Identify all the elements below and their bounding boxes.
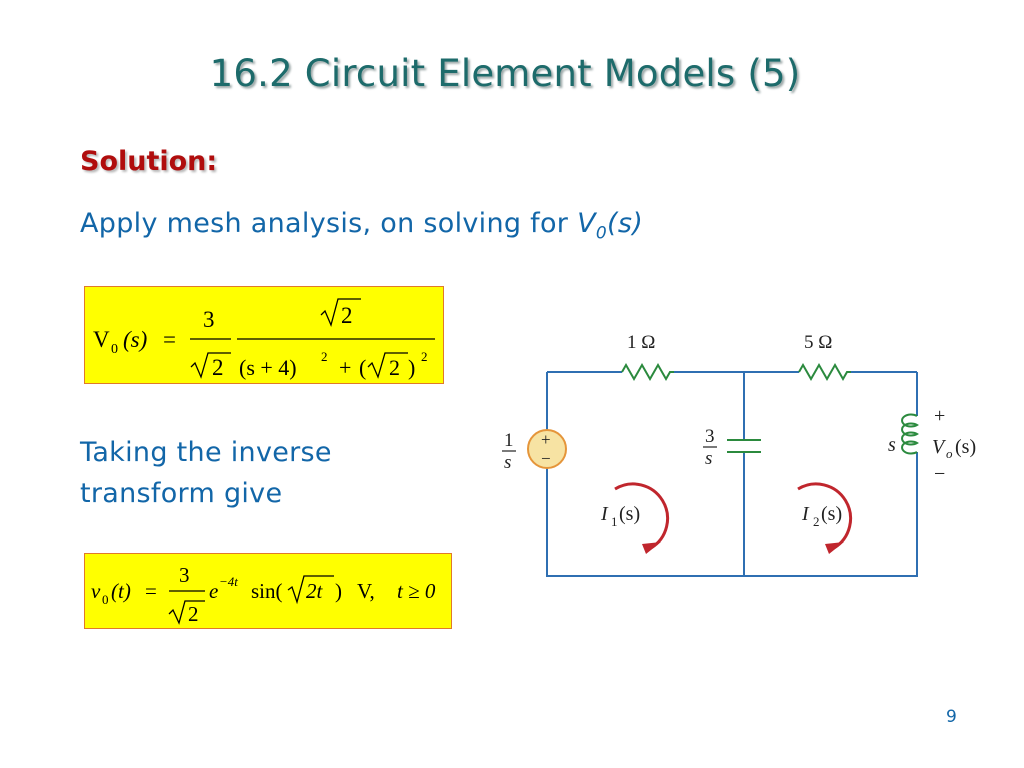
vout-sub: o [946,446,953,461]
voltage-source-minus: − [541,449,551,468]
eq2-condition: t ≥ 0 [397,579,436,603]
mesh-1-main: I [600,503,609,525]
eq1-den-sqrt-sign [367,352,408,379]
circuit-diagram: 1 Ω 5 Ω + − 1 s 3 s s + V o (s) − I 1 (s… [502,332,976,577]
mesh-2-arg: (s) [821,503,842,525]
eq1-den-close-paren: ) [408,355,415,380]
eq2-coef-num: 3 [179,563,190,587]
eq2-sin-sqrt-sign [287,575,334,605]
eq1-equals: = [163,327,176,352]
inductor-label: s [888,434,896,456]
mesh-1-arrow [614,482,669,550]
resistor-1 [621,362,674,382]
eq1-den-exp1: 2 [321,349,328,364]
mesh-1-arg: (s) [619,503,640,525]
capacitor-value-num: 3 [705,426,715,447]
eq1-den-exp2: 2 [421,349,428,364]
eq2-lhs-main: v [91,579,101,603]
vout-plus: + [934,405,945,427]
mesh-2-sub: 2 [813,514,820,529]
eq2-lhs-arg: (t) [111,579,131,603]
eq1-lhs-sub: 0 [111,342,118,357]
mesh-2-main: I [801,503,810,525]
eq2-exp-base: e [209,579,218,603]
resistor-2-label: 5 Ω [804,332,832,353]
inductor [901,413,919,455]
eq1-num-sqrt-sign [320,298,361,327]
capacitor-value-den: s [705,448,712,469]
eq1-den-part1: (s + 4) [239,355,297,380]
voltage-source-plus: + [541,430,551,449]
eq2-coef-den-radicand: 2 [188,602,199,626]
eq2-sin-suffix: ) [335,579,342,603]
equation-box-vs: V 0 (s) = 3 2 2 (s + 4) 2 + ( 2 ) 2 [84,286,444,384]
eq1-lhs-arg: (s) [123,327,147,352]
eq2-sin-radicand: 2t [306,579,324,603]
circuit-wires [546,371,918,577]
intro-variable: V0(s) [577,208,644,244]
solution-label: Solution: [80,146,218,177]
eq1-coef-den-radicand: 2 [212,355,224,380]
equation-vt: v 0 (t) = 3 2 e −4t sin( 2t ) V, t ≥ 0 [91,563,436,626]
eq1-lhs-main: V [93,327,110,352]
intro-text: Apply mesh analysis, on solving for [80,208,578,239]
resistor-1-label: 1 Ω [627,332,655,353]
eq2-equals: = [145,579,157,603]
vout-minus: − [934,463,945,485]
eq1-den-plus: + [339,355,351,380]
inverse-transform-text: Taking the inverse transform give [80,437,332,509]
source-value-den: s [504,452,511,473]
eq2-exp-power: −4t [219,574,238,589]
mesh-1-sub: 1 [611,514,618,529]
vout-arg: (s) [955,436,976,458]
page-number: 9 [946,707,957,727]
eq2-sin-prefix: sin( [251,579,283,603]
equation-box-vt: v 0 (t) = 3 2 e −4t sin( 2t ) V, t ≥ 0 [84,553,452,629]
eq2-unit: V, [357,579,375,603]
slide-title: 16.2 Circuit Element Models (5) [209,52,801,95]
resistor-2 [798,362,851,382]
eq1-den-open-paren: ( [359,355,366,380]
source-value-num: 1 [504,430,514,451]
mesh-2-arrow [797,482,852,550]
eq2-lhs-sub: 0 [102,592,109,607]
equation-vs: V 0 (s) = 3 2 2 (s + 4) 2 + ( 2 ) 2 [93,298,435,380]
eq2-coef-sqrt-sign [168,600,205,625]
mesh-1-arrowhead [642,542,661,554]
vout-main: V [932,436,947,458]
eq1-num-radicand: 2 [341,303,353,328]
intro-line: Apply mesh analysis, on solving for V0(s… [80,208,643,243]
voltage-source [527,429,567,469]
eq1-coef-sqrt-sign [190,352,231,379]
eq1-coef-num: 3 [203,307,215,332]
mesh-2-arrowhead [825,542,844,554]
eq1-den-part2-radicand: 2 [389,355,400,380]
